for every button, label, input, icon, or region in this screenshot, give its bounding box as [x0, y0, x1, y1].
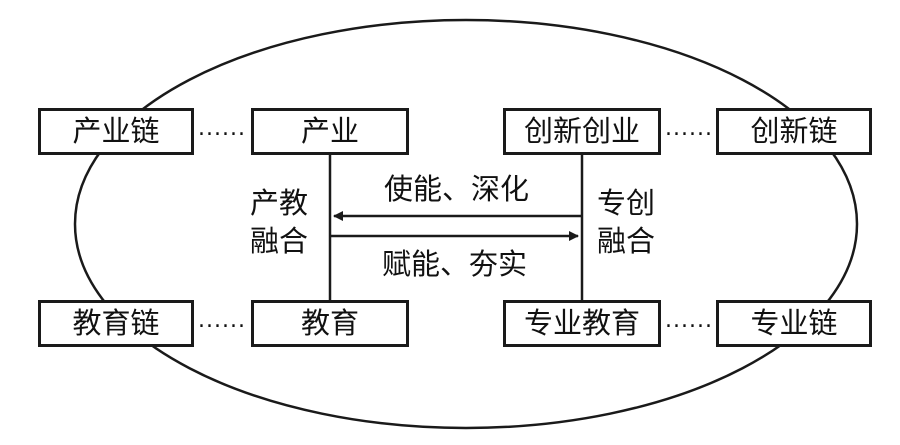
- dots-bottom-right: ......: [665, 308, 713, 333]
- label-chanjiao-ronghe: 产教 融合: [250, 185, 308, 260]
- dots-top-left: ......: [198, 116, 246, 141]
- label-zhuanchuang-ronghe: 专创 融合: [597, 185, 655, 260]
- node-chanye: 产业: [251, 108, 409, 155]
- dots-top-right: ......: [665, 116, 713, 141]
- label-top-arrow: 使能、深化: [384, 172, 530, 206]
- label-zhuanchuang-line2: 融合: [597, 223, 656, 258]
- node-jiaoyulian: 教育链: [38, 300, 194, 347]
- node-jiaoyu: 教育: [251, 300, 409, 347]
- node-chanyelian: 产业链: [38, 108, 194, 155]
- node-zhuanyelian: 专业链: [716, 300, 872, 347]
- dots-bottom-left: ......: [198, 308, 246, 333]
- node-chuangxinlian: 创新链: [716, 108, 872, 155]
- node-zhuanyejiaoyu: 专业教育: [503, 300, 661, 347]
- label-chanjiao-line1: 产教: [250, 186, 309, 220]
- node-chuangxinchuangye: 创新创业: [503, 108, 661, 155]
- label-bottom-arrow: 赋能、夯实: [382, 247, 528, 281]
- label-chanjiao-line2: 融合: [250, 223, 309, 258]
- outer-ellipse: [73, 18, 859, 430]
- label-zhuanchuang-line1: 专创: [597, 186, 656, 220]
